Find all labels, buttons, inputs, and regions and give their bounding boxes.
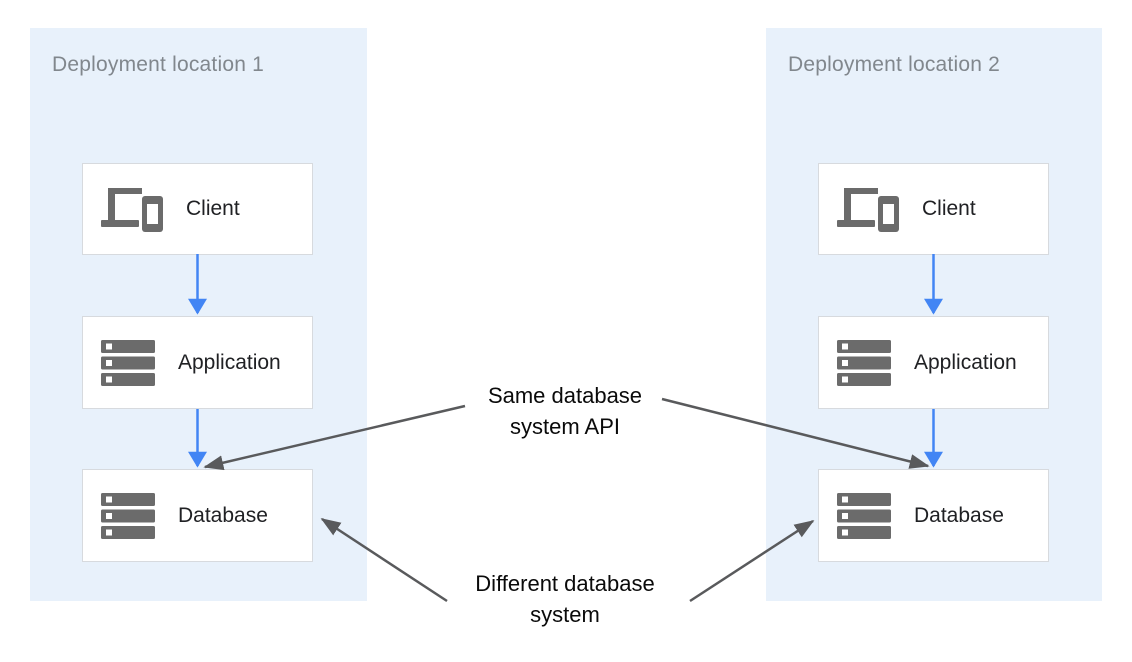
devices-icon: [837, 187, 899, 232]
node-label: Application: [178, 350, 281, 374]
annotation-line: Different database: [475, 571, 655, 596]
annotation-same-database-system-api: Same database system API: [450, 380, 680, 442]
node-label: Database: [178, 503, 268, 527]
annotation-line: system: [530, 602, 600, 627]
annotation-line: Same database: [487, 383, 643, 408]
node-database-loc1: Database: [82, 469, 313, 562]
panel-title-2: Deployment location 2: [788, 53, 1000, 76]
node-label: Application: [914, 350, 1017, 374]
node-label: Client: [922, 197, 976, 220]
node-application-loc1: Application: [82, 316, 313, 409]
node-client-loc2: Client: [818, 163, 1049, 255]
storage-icon: [101, 339, 155, 386]
storage-icon: [101, 492, 155, 539]
panel-title-1: Deployment location 1: [52, 53, 264, 76]
annotation-different-database-system: Different database system: [450, 568, 680, 630]
devices-icon: [101, 187, 163, 232]
node-client-loc1: Client: [82, 163, 313, 255]
annotation-line: system API: [509, 414, 621, 439]
node-label: Database: [914, 503, 1004, 527]
node-database-loc2: Database: [818, 469, 1049, 562]
node-label: Client: [186, 197, 240, 220]
storage-icon: [837, 339, 891, 386]
node-application-loc2: Application: [818, 316, 1049, 409]
storage-icon: [837, 492, 891, 539]
